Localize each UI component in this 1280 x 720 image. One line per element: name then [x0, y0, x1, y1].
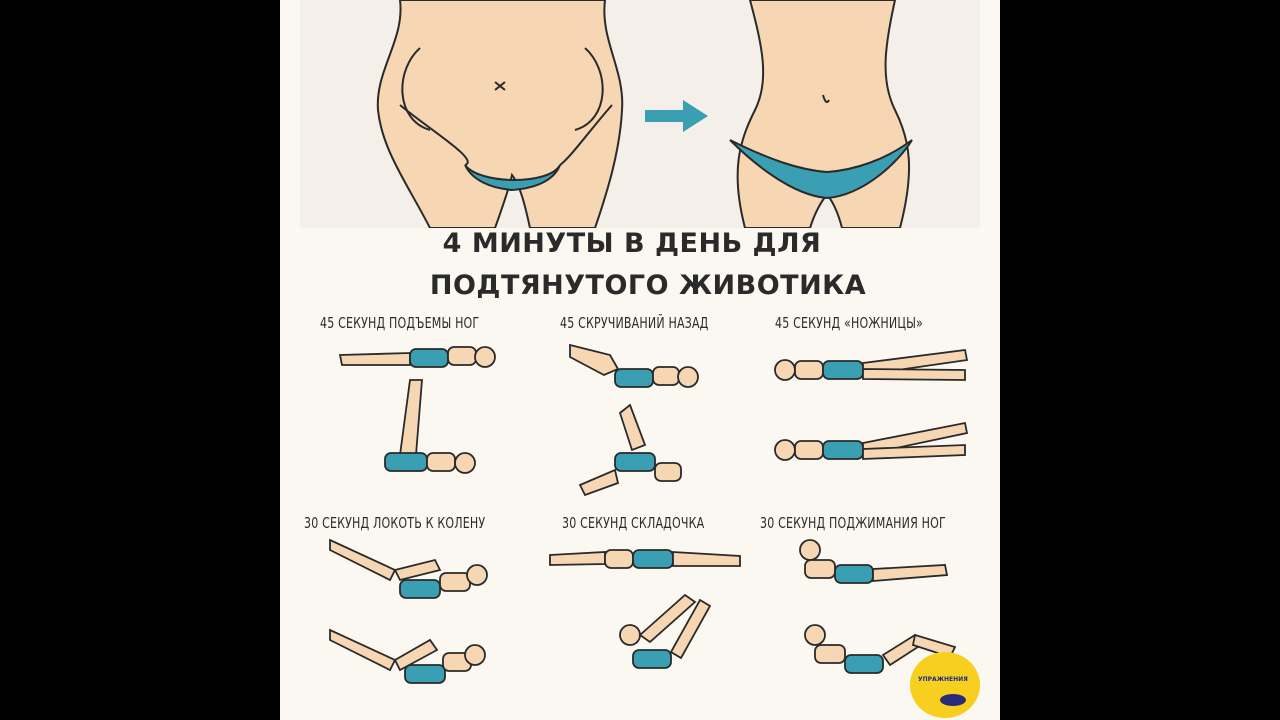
exercise-label-leg-raises: 45 СЕКУНД ПОДЪЕМЫ НОГ [320, 314, 480, 332]
exercise-label-scissors: 45 СЕКУНД «НОЖНИЦЫ» [775, 314, 923, 332]
exercise-label-jackknife: 30 СЕКУНД СКЛАДОЧКА [562, 514, 705, 532]
figure-elbow-to-knee [329, 538, 488, 684]
before-after-svg [376, 0, 913, 228]
figure-reverse-crunches [569, 343, 699, 497]
logo-mark-icon [940, 694, 966, 706]
brand-logo: УПРАЖНЕНИЯ [910, 652, 980, 718]
title-line-1: 4 МИНУТЫ В ДЕНЬ ДЛЯ [442, 228, 822, 259]
exercise-label-elbow-to-knee: 30 СЕКУНД ЛОКОТЬ К КОЛЕНУ [304, 514, 486, 532]
exercise-label-knee-tucks: 30 СЕКУНД ПОДЖИМАНИЯ НОГ [760, 514, 946, 532]
before-torso [376, 0, 624, 228]
figure-leg-raises [338, 346, 496, 474]
title-line-2: ПОДТЯНУТОГО ЖИВОТИКА [429, 270, 867, 301]
figure-scissors [774, 349, 969, 461]
arrow-icon [645, 100, 708, 132]
figure-jackknife [549, 549, 741, 669]
figure-knee-tucks [799, 539, 957, 674]
poster: 4 МИНУТЫ В ДЕНЬ ДЛЯ ПОДТЯНУТОГО ЖИВОТИКА… [280, 0, 1000, 720]
after-torso [729, 0, 913, 228]
logo-text: УПРАЖНЕНИЯ [918, 676, 968, 683]
exercise-label-reverse-crunches: 45 СКРУЧИВАНИЙ НАЗАД [560, 314, 709, 332]
before-after-illustration [300, 0, 980, 228]
